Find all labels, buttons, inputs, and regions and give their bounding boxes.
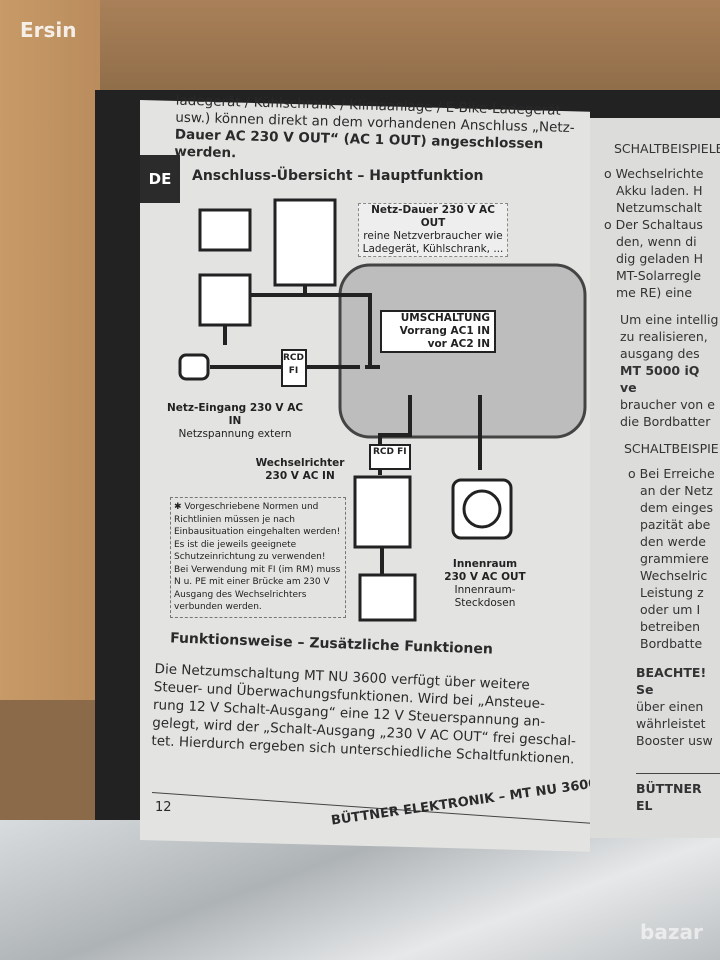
- rcd-text: RCD: [373, 447, 395, 457]
- text-line: den, wenn di: [616, 234, 697, 249]
- right-list-2: o Bei Erreiche an der Netz dem einges pa…: [590, 465, 720, 652]
- label-line: Innenraum: [452, 558, 518, 570]
- text-line: dig geladen H: [616, 251, 703, 266]
- fi-text: FI: [397, 447, 407, 457]
- text-line: über einen: [636, 699, 704, 714]
- text-line: Netzumschalt: [616, 200, 702, 215]
- label-line: Innenraum-: [454, 584, 516, 596]
- right-paragraph: Um eine intellig zu realisieren, ausgang…: [590, 301, 720, 430]
- text-line: me RE) eine: [616, 285, 693, 300]
- right-footer: BÜTTNER EL: [636, 773, 720, 814]
- text-line: oder um I: [640, 602, 701, 617]
- text-line: MT-Solarregle: [616, 268, 702, 283]
- heading-overview: Anschluss-Übersicht – Hauptfunktion: [192, 168, 484, 184]
- battery-icon: [198, 208, 252, 252]
- label-line: 230 V AC OUT: [444, 571, 526, 583]
- text-line: Leistung z: [640, 585, 704, 600]
- charger-icon: [198, 273, 252, 327]
- label-line: Netz-Eingang 230 V AC IN: [166, 402, 304, 427]
- text-line: an der Netz: [640, 483, 713, 498]
- label-line: Steckdosen: [454, 597, 516, 609]
- label-line: reine Netzverbraucher wie: [363, 230, 503, 242]
- rcd-box-inverter: [369, 444, 411, 470]
- text-line: braucher von e: [620, 397, 715, 412]
- beachte-note: BEACHTE! Se über einen währleistet Boost…: [590, 652, 720, 749]
- fridge-icon: [273, 198, 337, 287]
- right-page: SCHALTBEISPIELE o Wechselrichte Akku lad…: [590, 118, 720, 838]
- label-line: UMSCHALTUNG: [400, 312, 490, 324]
- text-line: Wechselric: [640, 568, 708, 583]
- rcd-label: RCD FI: [283, 352, 304, 378]
- rcd-box: [281, 349, 307, 387]
- text-line: Akku laden. H: [616, 183, 703, 198]
- text-line: MT 5000 iQ ve: [620, 363, 700, 395]
- text-line: den werde: [640, 534, 706, 549]
- text-line: o Bei Erreiche: [628, 466, 715, 481]
- text-line: zu realisieren,: [620, 329, 708, 344]
- text-line: o Der Schaltaus: [604, 217, 703, 232]
- text-line: Bordbatte: [640, 636, 703, 651]
- language-tab: DE: [140, 155, 180, 203]
- text-line: pazität abe: [640, 517, 711, 532]
- text-line: grammiere: [640, 551, 709, 566]
- label-line: Netz-Dauer 230 V AC OUT: [371, 204, 495, 229]
- text-line: Um eine intellig: [620, 312, 719, 327]
- label-line: Wechselrichter: [255, 457, 345, 469]
- inverter-icon: [353, 475, 412, 549]
- battery-icon: [358, 573, 417, 622]
- label-line: 230 V AC IN: [265, 470, 335, 482]
- body-text: Die Netzumschaltung MT NU 3600 verfügt ü…: [151, 660, 595, 769]
- socket-icon: [451, 478, 513, 540]
- safety-note: ✱ Vorgeschriebene Normen und Richtlinien…: [170, 497, 346, 618]
- right-heading: SCHALTBEISPIE: [624, 441, 719, 456]
- intro-text: ladegerät / Kühlschrank / Klimaanlage / …: [174, 93, 586, 172]
- plug-icon: [178, 353, 210, 381]
- watermark-site: bazar: [640, 920, 703, 944]
- watermark-user: Ersin: [20, 18, 77, 42]
- label-line: Netzspannung extern: [178, 428, 292, 440]
- text-line: BEACHTE! Se: [636, 665, 707, 697]
- text-line: die Bordbatter: [620, 414, 711, 429]
- text-line: ausgang des: [620, 346, 700, 361]
- text-line: währleistet: [636, 716, 706, 731]
- right-list-1: o Wechselrichte Akku laden. H Netzumscha…: [590, 165, 720, 301]
- fi-text: FI: [288, 366, 299, 376]
- label-line: Ladegerät, Kühlschrank, ...: [362, 243, 504, 255]
- rcd-text: RCD: [283, 353, 305, 363]
- label-line: vor AC2 IN: [427, 338, 490, 350]
- label-line: Vorrang AC1 IN: [399, 325, 490, 337]
- text-line: o Wechselrichte: [604, 166, 704, 181]
- text-line: dem einges: [640, 500, 713, 515]
- text-line: Booster usw: [636, 733, 713, 748]
- right-heading: SCHALTBEISPIELE: [614, 141, 720, 156]
- rcd-label-inverter: RCD FI: [373, 446, 407, 459]
- page-number: 12: [155, 800, 172, 815]
- text-line: betreiben: [640, 619, 701, 634]
